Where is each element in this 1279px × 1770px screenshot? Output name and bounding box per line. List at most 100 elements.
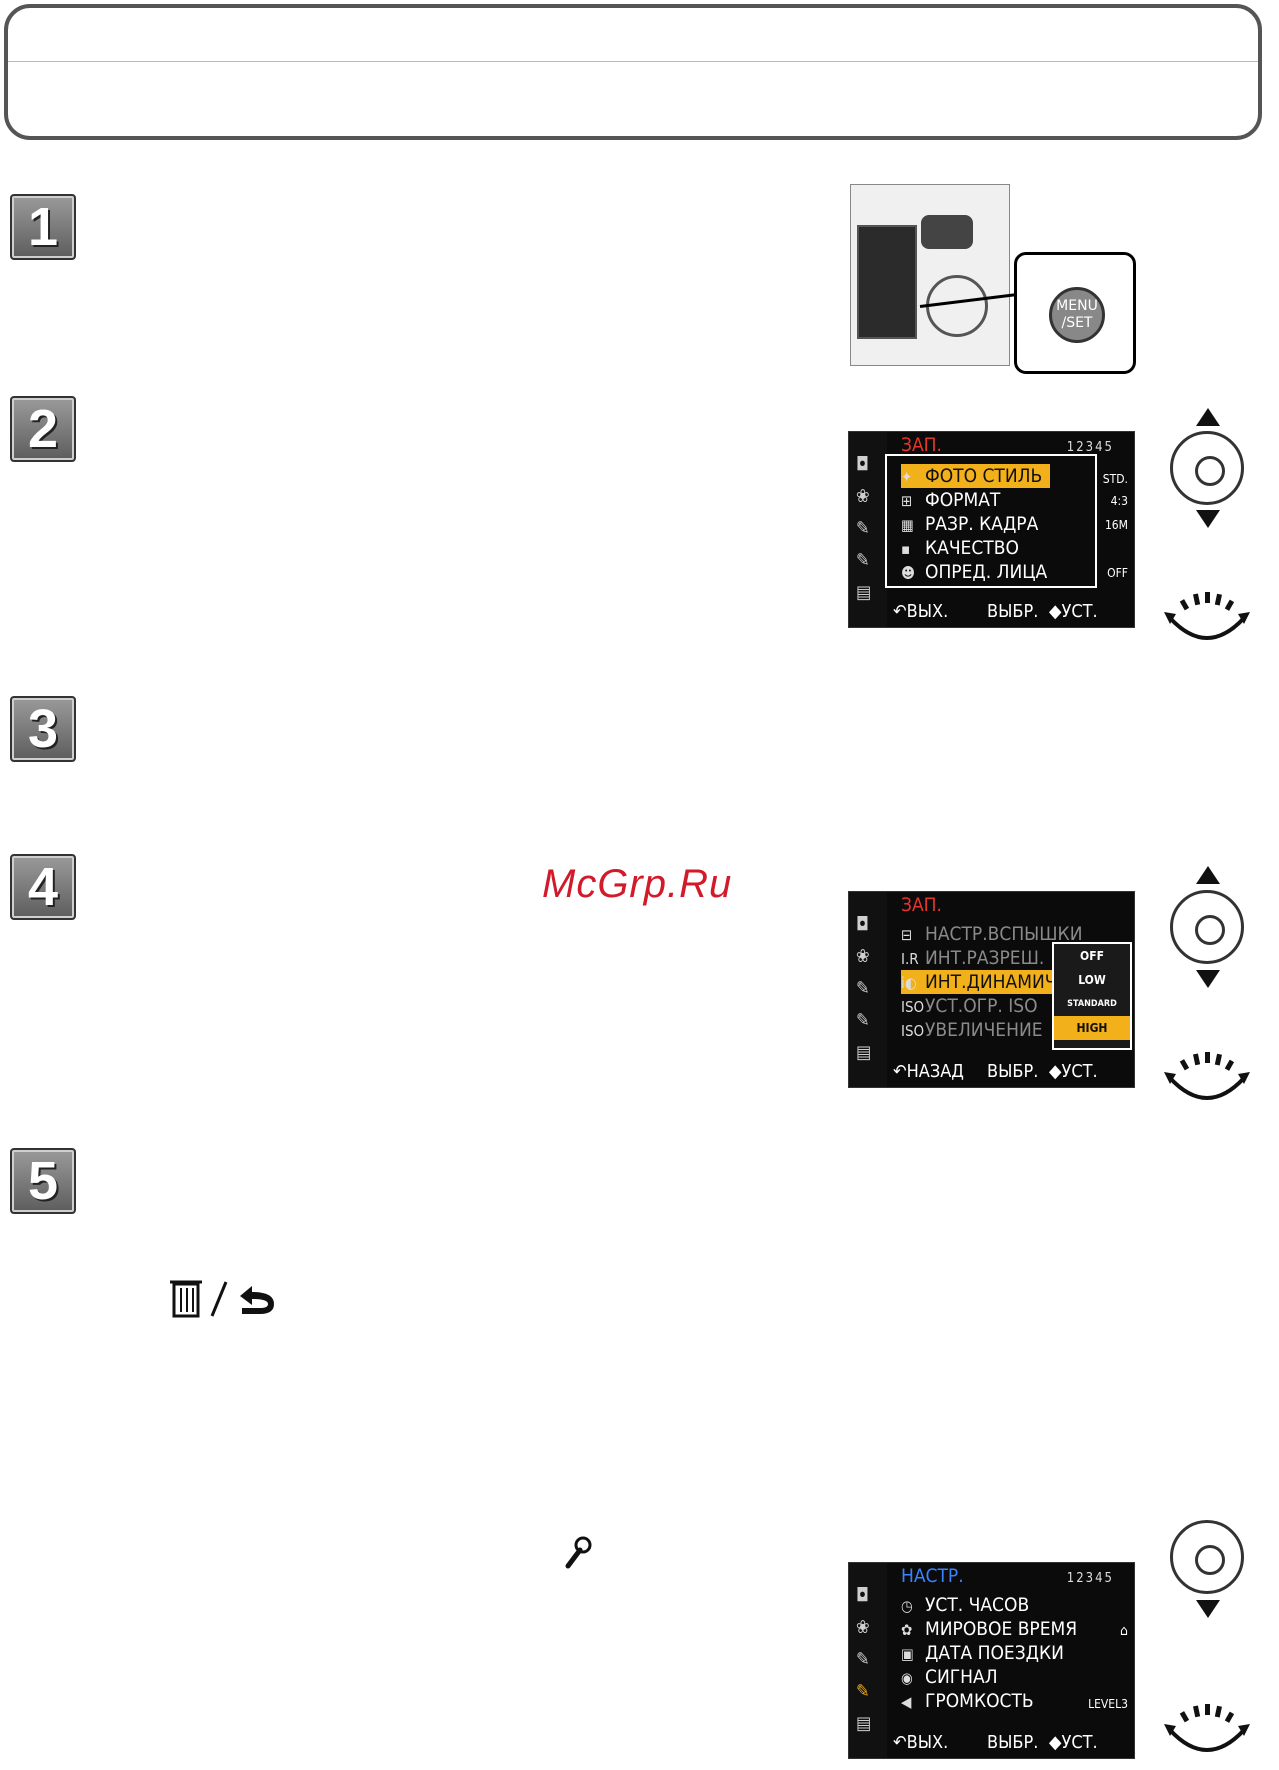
option-popup: OFF LOW STANDARD HIGH (1052, 942, 1132, 1050)
menu-footer: ↶НАЗАД ВЫБР. ◆УСТ. (849, 1057, 1134, 1087)
photo-style-icon: ✦ (901, 468, 913, 486)
trash-return-icon (170, 1280, 274, 1318)
camera-icon: ◘ (856, 454, 869, 475)
menu-item-picture-size[interactable]: ▦РАЗР. КАДРА (901, 513, 1039, 535)
lcd-setup-menu: ◘ ❀ ✎ ✎ ▤ НАСТР. 12345 ◷УСТ. ЧАСОВ ✿МИРО… (848, 1562, 1135, 1759)
selection-frame (885, 454, 1097, 588)
menu-item-clock-set[interactable]: ◷УСТ. ЧАСОВ (901, 1594, 1030, 1616)
footer-set: ◆УСТ. (1049, 1732, 1098, 1753)
menu-item-iso-limit[interactable]: ISOУСТ.ОГР. ISO (901, 995, 1038, 1017)
face-recog-icon: ☻ (901, 564, 916, 582)
motion-picture-icon: ❀ (856, 946, 870, 967)
menu-item-beep[interactable]: ◉СИГНАЛ (901, 1666, 998, 1688)
camera-photo (850, 184, 1010, 366)
menu-item-face-recog[interactable]: ☻ОПРЕД. ЛИЦА (901, 561, 1048, 583)
menu-item-travel-date[interactable]: ▣ДАТА ПОЕЗДКИ (901, 1642, 1064, 1664)
motion-picture-icon: ❀ (856, 486, 870, 507)
menu-sidebar: ◘ ❀ ✎ ✎ ▤ (849, 892, 887, 1087)
playback-icon: ▤ (856, 1713, 872, 1734)
wrench-icon (565, 1536, 592, 1569)
motion-picture-icon: ❀ (856, 1617, 870, 1638)
custom-icon: ✎ (856, 518, 870, 539)
playback-icon: ▤ (856, 582, 872, 603)
suitcase-icon: ▣ (901, 1645, 914, 1663)
footer-select: ВЫБР. (987, 1061, 1039, 1082)
camera-screen (857, 225, 917, 339)
i-dynamic-icon: i◐ (901, 974, 917, 992)
volume-value: LEVEL3 (1088, 1697, 1128, 1711)
menu-title: ЗАП. (901, 434, 942, 456)
menu-item-quality[interactable]: ▪КАЧЕСТВО (901, 537, 1019, 559)
control-dial-icon (1164, 1052, 1250, 1100)
menu-title: ЗАП. (901, 894, 942, 916)
picture-size-value: 16M (1104, 518, 1128, 532)
speaker-icon: ◀ (901, 1693, 912, 1711)
menu-set-callout: MENU /SET (1014, 252, 1136, 374)
control-dial-icon (1164, 592, 1250, 640)
menu-set-button[interactable]: MENU /SET (1049, 287, 1105, 343)
cursor-pad-icon (1170, 431, 1244, 505)
menu-sidebar: ◘ ❀ ✎ ✎ ▤ (849, 1563, 887, 1758)
option-high[interactable]: HIGH (1054, 1016, 1130, 1040)
setup-wrench-icon: ✎ (856, 1681, 870, 1702)
step-4-badge: 4 (10, 854, 76, 920)
picture-size-icon: ▦ (901, 516, 914, 534)
quality-icon: ▪ (901, 540, 911, 558)
set-label: /SET (1061, 315, 1093, 331)
page-indicator: 12345 (1066, 1571, 1114, 1586)
menu-label: MENU (1056, 298, 1098, 314)
menu-item-i-dynamic[interactable]: i◐ИНТ.ДИНАМИЧ (901, 970, 1065, 994)
menu-item-aspect[interactable]: ⊞ФОРМАТ (901, 489, 1001, 511)
custom-icon: ✎ (856, 1649, 870, 1670)
menu-item-flash[interactable]: ⊟НАСТР.ВСПЫШКИ (901, 923, 1083, 945)
home-icon: ⌂ (1120, 1623, 1128, 1639)
flash-icon: ⊟ (901, 926, 913, 944)
footer-back: ↶НАЗАД (893, 1061, 964, 1082)
camera-icon: ◘ (856, 914, 869, 935)
menu-sidebar: ◘ ❀ ✎ ✎ ▤ (849, 432, 887, 627)
watermark: McGrp.Ru (542, 862, 733, 906)
i-resolution-icon: I.R (901, 950, 919, 968)
step-1-badge: 1 (10, 194, 76, 260)
option-low[interactable]: LOW (1078, 973, 1106, 987)
footer-select: ВЫБР. (987, 1732, 1039, 1753)
footer-set: ◆УСТ. (1049, 1061, 1098, 1082)
custom-icon: ✎ (856, 978, 870, 999)
playback-icon: ▤ (856, 1042, 872, 1063)
cursor-pad-icon (1170, 890, 1244, 964)
clock-icon: ◷ (901, 1597, 913, 1615)
iso-increment-icon: ISO (901, 1022, 925, 1040)
down-arrow-icon (1196, 970, 1220, 988)
footer-exit: ↶ВЫХ. (893, 601, 949, 622)
lcd-rec-menu: ◘ ❀ ✎ ✎ ▤ ЗАП. 12345 ✦ФОТО СТИЛЬ STD. ⊞Ф… (848, 431, 1135, 628)
option-standard[interactable]: STANDARD (1067, 999, 1117, 1009)
menu-title: НАСТР. (901, 1565, 964, 1587)
menu-item-iso-increment[interactable]: ISOУВЕЛИЧЕНИЕ (901, 1019, 1043, 1041)
cursor-pad-icon (1170, 1520, 1244, 1594)
footer-exit: ↶ВЫХ. (893, 1732, 949, 1753)
camera-dial (921, 215, 973, 249)
footer-set: ◆УСТ. (1049, 601, 1098, 622)
footer-select: ВЫБР. (987, 601, 1039, 622)
step-3-badge: 3 (10, 696, 76, 762)
header-divider (8, 61, 1258, 62)
aspect-value: 4:3 (1110, 494, 1128, 508)
menu-item-photo-style[interactable]: ✦ФОТО СТИЛЬ (901, 464, 1051, 488)
menu-item-volume[interactable]: ◀ГРОМКОСТЬ (901, 1690, 1034, 1712)
header-box (4, 4, 1262, 140)
camera-icon: ◘ (856, 1585, 869, 1606)
beep-icon: ◉ (901, 1669, 913, 1687)
wrench-icon: ✎ (856, 1010, 870, 1031)
photo-style-value: STD. (1102, 472, 1128, 486)
menu-footer: ↶ВЫХ. ВЫБР. ◆УСТ. (849, 1728, 1134, 1758)
page-indicator: 12345 (1066, 440, 1114, 455)
step-2-badge: 2 (10, 396, 76, 462)
option-off[interactable]: OFF (1080, 949, 1104, 963)
up-arrow-icon (1196, 866, 1220, 884)
up-arrow-icon (1196, 408, 1220, 426)
iso-limit-icon: ISO (901, 998, 925, 1016)
aspect-icon: ⊞ (901, 492, 913, 510)
menu-item-world-time[interactable]: ✿МИРОВОЕ ВРЕМЯ (901, 1618, 1078, 1640)
